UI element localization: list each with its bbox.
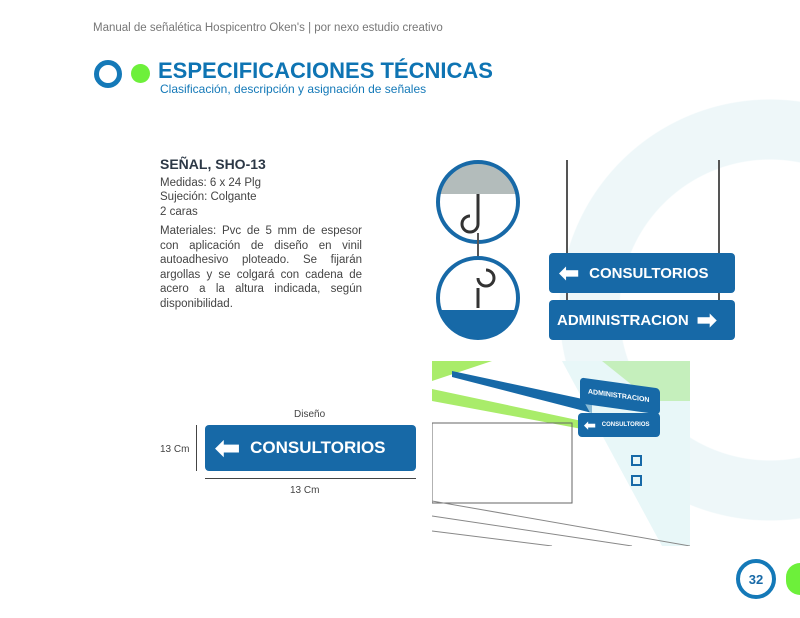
chain-link bbox=[718, 293, 720, 300]
scene-sign-administracion-text: ADMINISTRACION bbox=[588, 388, 650, 404]
arrow-left-icon: ⬅ bbox=[559, 259, 580, 287]
height-label: 13 Cm bbox=[160, 444, 190, 455]
hanging-sign-administracion-text: ADMINISTRACION bbox=[557, 311, 689, 329]
page-subtitle: Clasificación, descripción y asignación … bbox=[160, 82, 427, 96]
scene-sign-consultorios: ⬅ CONSULTORIOS bbox=[578, 413, 660, 437]
dot-icon bbox=[131, 64, 150, 83]
scene-sign-consultorios-text: CONSULTORIOS bbox=[601, 422, 650, 428]
dot-icon bbox=[786, 563, 800, 595]
spec-medidas: Medidas: 6 x 24 Plg bbox=[160, 176, 262, 189]
hook-detail-icons bbox=[436, 160, 520, 340]
arrow-left-icon: ⬅ bbox=[215, 431, 241, 465]
spec-sujecion: Sujeción: Colgante bbox=[160, 191, 257, 203]
page-header: Manual de señalética Hospicentro Oken's … bbox=[93, 22, 443, 34]
page-number: 32 bbox=[736, 559, 776, 599]
spec-materiales: Materiales: Pvc de 5 mm de espesor con a… bbox=[160, 225, 362, 310]
hanging-sign-consultorios: ⬅ CONSULTORIOS bbox=[549, 253, 735, 293]
arrow-right-icon: ➡ bbox=[696, 306, 717, 334]
design-label: Diseño bbox=[294, 409, 326, 420]
chain-left bbox=[566, 160, 568, 253]
hanging-sign-consultorios-text: CONSULTORIOS bbox=[589, 264, 709, 282]
chain-right bbox=[718, 160, 720, 253]
scene-illustration bbox=[432, 361, 690, 546]
spec-heading: SEÑAL, SHO-13 bbox=[160, 156, 266, 172]
installation-scene: ADMINISTRACION ⬅ CONSULTORIOS bbox=[432, 361, 690, 546]
design-sign: ⬅ CONSULTORIOS bbox=[205, 425, 416, 471]
ring-icon bbox=[94, 60, 122, 88]
arrow-left-icon: ⬅ bbox=[584, 416, 596, 433]
height-dimension-line bbox=[196, 425, 197, 471]
page-title: ESPECIFICACIONES TÉCNICAS bbox=[158, 58, 493, 83]
chain-link bbox=[566, 293, 568, 300]
hanging-sign-administracion: ADMINISTRACION ➡ bbox=[549, 300, 735, 340]
width-dimension-line bbox=[205, 478, 416, 479]
width-label: 13 Cm bbox=[290, 485, 320, 496]
design-sign-text: CONSULTORIOS bbox=[250, 438, 386, 457]
spec-caras: 2 caras bbox=[160, 205, 198, 218]
spec-block: SEÑAL, SHO-13 Medidas: 6 x 24 Plg Sujeci… bbox=[160, 157, 362, 311]
